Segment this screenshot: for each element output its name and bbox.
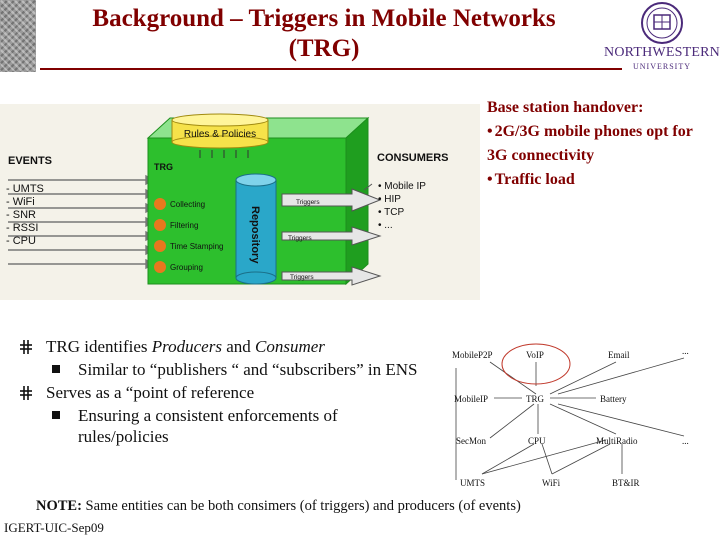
graph-nodes: MobileP2P VoIP Email ... MobileIP TRG Ba… [452, 346, 689, 488]
handover-item-2-text: Traffic load [494, 171, 575, 188]
producers-term: Producers [151, 337, 222, 356]
processing-steps: Collecting Filtering Time Stamping Group… [154, 198, 224, 273]
node-umts: UMTS [460, 478, 485, 488]
step-dot-icon [154, 219, 166, 231]
node-cpu: CPU [528, 436, 546, 446]
bullet-dot-icon: • [487, 123, 493, 140]
slide-title-line2: (TRG) [288, 35, 360, 62]
node-trg: TRG [526, 394, 545, 404]
node-mobilep2p: MobileP2P [452, 350, 493, 360]
node-more-top: ... [682, 346, 689, 356]
consumer-mobile-ip: • Mobile IP [378, 181, 426, 192]
event-umts: - UMTS [6, 183, 44, 195]
repository-label: Repository [249, 206, 261, 264]
slide-title: Background – Triggers in Mobile Networks… [40, 4, 608, 64]
entity-graph: MobileP2P VoIP Email ... MobileIP TRG Ba… [446, 340, 708, 492]
trg-architecture-figure: EVENTS - UMTS - WiFi - SNR - RSSI - CPU … [6, 113, 449, 286]
node-mobileip: MobileIP [454, 394, 488, 404]
graph-edges [455, 357, 685, 480]
node-battery: Battery [600, 394, 627, 404]
repository-cylinder: Repository [235, 173, 277, 285]
seal-icon [641, 2, 683, 44]
main-bullets: TRG identifies Producers and Consumer Si… [20, 336, 450, 449]
svg-text:Triggers: Triggers [296, 199, 320, 206]
trg-label: TRG [154, 162, 173, 172]
entity-graph-figure: MobileP2P VoIP Email ... MobileIP TRG Ba… [452, 343, 689, 488]
consumer-more: • ... [378, 220, 393, 231]
note-label: NOTE: [36, 498, 82, 514]
rules-policies-cylinder: Rules & Policies [171, 113, 269, 149]
handover-item-1-text: 2G/3G mobile phones opt for 3G connectiv… [487, 123, 693, 164]
handover-heading: Base station handover: [487, 99, 644, 116]
decorative-corner-block [0, 0, 36, 72]
title-underline [40, 68, 622, 70]
hash-bullet-icon [20, 340, 32, 354]
hash-bullet-icon [20, 386, 32, 400]
event-wifi: - WiFi [6, 196, 35, 208]
footer-label: IGERT-UIC-Sep09 [4, 520, 104, 535]
node-wifi: WiFi [542, 478, 561, 488]
sub-bullet-consistent-enforcement: Ensuring a consistent enforcements of ru… [20, 405, 450, 447]
sub-bullet-publishers: Similar to “publishers “ and “subscriber… [20, 359, 450, 380]
node-btir: BT&IR [612, 478, 640, 488]
trg-architecture-diagram: EVENTS - UMTS - WiFi - SNR - RSSI - CPU … [0, 104, 480, 300]
step-time-stamping: Time Stamping [170, 242, 224, 251]
node-more-mid: ... [682, 436, 689, 446]
handover-item-1: •2G/3G mobile phones opt for 3G connecti… [487, 120, 697, 168]
node-multiradio: MultiRadio [596, 436, 638, 446]
node-secmon: SecMon [456, 436, 486, 446]
event-snr: - SNR [6, 209, 36, 221]
consumers-label: CONSUMERS [377, 152, 449, 164]
rules-policies-label: Rules & Policies [184, 129, 256, 140]
triggers-arrows: Triggers Triggers Triggers [281, 183, 382, 286]
slide-title-line1: Background – Triggers in Mobile Networks [92, 5, 556, 32]
node-voip: VoIP [526, 350, 544, 360]
consumer-term: Consumer [255, 337, 325, 356]
event-rssi: - RSSI [6, 222, 38, 234]
node-email: Email [608, 350, 630, 360]
step-dot-icon [154, 240, 166, 252]
step-filtering: Filtering [170, 221, 198, 230]
handover-item-2: •Traffic load [487, 168, 697, 192]
events-label: EVENTS [8, 155, 52, 167]
square-bullet-icon [52, 365, 60, 373]
logo-subtitle: UNIVERSITY [633, 62, 691, 71]
note-text: NOTE: Same entities can be both consimer… [36, 498, 521, 514]
step-grouping: Grouping [170, 263, 203, 272]
square-bullet-icon [52, 411, 60, 419]
consumer-tcp: • TCP [378, 207, 404, 218]
highlight-oval [501, 343, 571, 385]
bullet-dot-icon: • [487, 171, 493, 188]
university-logo: NORTHWESTERN UNIVERSITY [604, 0, 720, 74]
handover-notes: Base station handover: •2G/3G mobile pho… [487, 96, 697, 192]
logo-name: NORTHWESTERN [604, 45, 720, 60]
step-collecting: Collecting [170, 200, 205, 209]
rules-arrows [199, 150, 249, 158]
step-dot-icon [154, 261, 166, 273]
bullet-point-of-reference: Serves as a “point of reference [20, 382, 450, 403]
consumer-hip: • HIP [378, 194, 401, 205]
bullet-producers-consumer: TRG identifies Producers and Consumer [20, 336, 450, 357]
svg-text:Triggers: Triggers [290, 274, 314, 281]
event-cpu: - CPU [6, 235, 36, 247]
svg-text:Triggers: Triggers [288, 235, 312, 242]
step-dot-icon [154, 198, 166, 210]
